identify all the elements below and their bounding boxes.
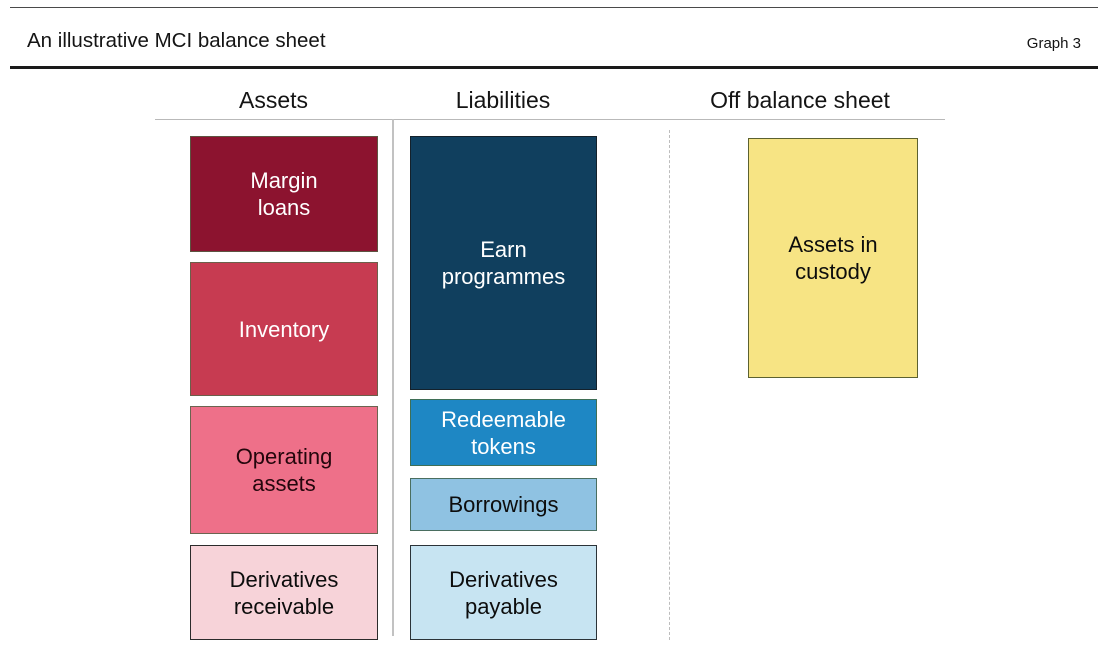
block-derivatives-receivable-line1: Derivatives [229, 566, 339, 592]
block-assets-in-custody-line2: custody [795, 259, 871, 284]
block-redeemable-tokens: Redeemable tokens [410, 399, 597, 466]
block-inventory: Inventory [190, 262, 378, 396]
column-heading-rule-right [392, 119, 945, 121]
column-heading-rule-left [155, 119, 392, 121]
block-derivatives-receivable-line2: receivable [233, 593, 335, 619]
block-derivatives-payable-line2: payable [464, 593, 543, 619]
column-heading-liabilities: Liabilities [455, 87, 551, 113]
block-margin-loans: Margin loans [190, 136, 378, 252]
block-margin-loans-line2: loans [257, 195, 311, 220]
block-operating-assets-line2: assets [252, 471, 316, 496]
block-earn-programmes-line2: programmes [441, 264, 566, 289]
column-heading-assets: Assets [238, 87, 309, 113]
graph-header: An illustrative MCI balance sheet Graph … [0, 0, 1108, 70]
block-operating-assets: Operating assets [190, 406, 378, 534]
block-redeemable-tokens-line1: Redeemable [441, 406, 566, 432]
block-earn-programmes: Earn programmes [410, 136, 597, 390]
block-derivatives-payable: Derivatives payable [410, 545, 597, 640]
block-assets-in-custody: Assets in custody [748, 138, 918, 378]
block-earn-programmes-line1: Earn [480, 237, 527, 262]
off-balance-sheet-dashed-divider [669, 130, 670, 640]
block-operating-assets-line1: Operating [235, 444, 333, 469]
header-top-rule [10, 7, 1098, 8]
block-margin-loans-line1: Margin [250, 168, 318, 193]
page-title: An illustrative MCI balance sheet [27, 29, 326, 52]
block-inventory-line1: Inventory [238, 316, 330, 342]
assets-liabilities-divider [392, 119, 394, 636]
block-assets-in-custody-line1: Assets in [788, 232, 878, 257]
graph-number-label: Graph 3 [1026, 35, 1081, 52]
block-derivatives-receivable: Derivatives receivable [190, 545, 378, 640]
column-heading-off-balance-sheet: Off balance sheet [710, 87, 890, 113]
block-borrowings-line1: Borrowings [448, 492, 559, 517]
block-borrowings: Borrowings [410, 478, 597, 531]
header-bottom-rule [10, 66, 1098, 69]
block-redeemable-tokens-line2: tokens [471, 433, 536, 459]
block-derivatives-payable-line1: Derivatives [449, 566, 558, 592]
